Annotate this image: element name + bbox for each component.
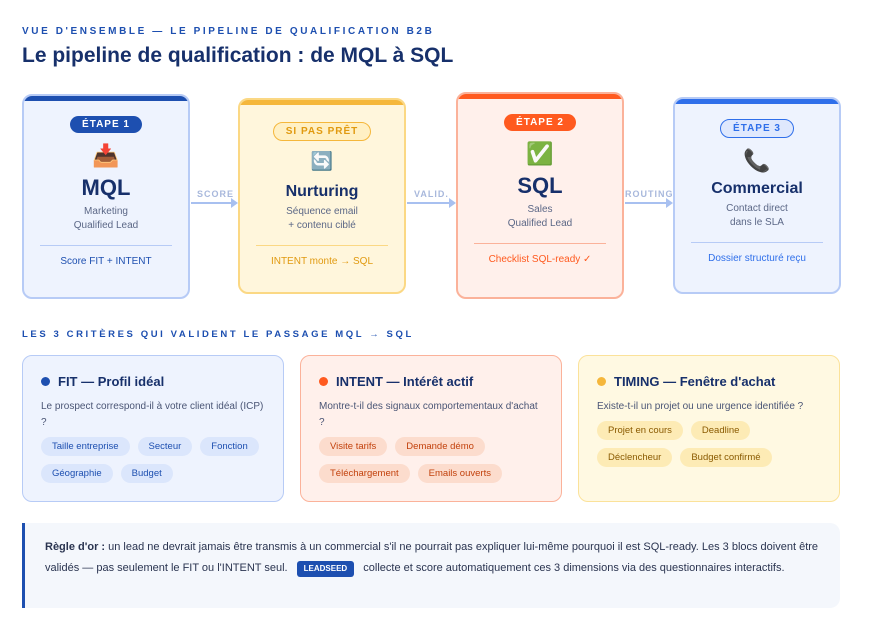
criteria-card-timing: TIMING — Fenêtre d'achat Existe-t-il un … (578, 355, 840, 502)
criteria-question: Montre-t-il des signaux comportementaux … (319, 401, 538, 428)
tag: Projet en cours (597, 421, 683, 440)
stage-sub: Contact direct (726, 203, 788, 214)
arrow (191, 198, 238, 208)
rule-text: un lead ne devrait jamais être transmis … (45, 541, 819, 574)
criteria-card-intent: INTENT — Intérêt actif Montre-t-il des s… (300, 355, 562, 502)
tag: Demande démo (395, 437, 485, 456)
criteria-title: TIMING — Fenêtre d'achat (614, 374, 776, 389)
stage-sub: Qualified Lead (73, 220, 139, 231)
tag: Budget (120, 464, 173, 483)
tag: Taille entreprise (41, 437, 130, 456)
phone-icon: 📞 (743, 148, 771, 173)
stage-badge: SI PAS PRÊT (272, 122, 372, 141)
eyebrow: VUE D'ENSEMBLE — LE PIPELINE DE QUALIFIC… (22, 26, 435, 37)
dot-icon (319, 377, 328, 386)
criteria-title: INTENT — Intérêt actif (336, 374, 474, 389)
golden-rule-callout: Règle d'or : un lead ne devrait jamais ê… (22, 523, 840, 608)
tag: Budget confirmé (680, 448, 772, 467)
stage-sub: Séquence email (286, 206, 358, 217)
arrow-label: VALID. (414, 189, 449, 199)
dot-icon (597, 377, 606, 386)
stage-footer: Checklist SQL-ready ✓ (488, 254, 592, 265)
refresh-icon: 🔄 (310, 151, 334, 171)
check-icon: ✅ (526, 141, 554, 166)
stage-badge: ÉTAPE 3 (720, 119, 794, 138)
arrow-label: ROUTING (625, 189, 674, 199)
tag: Visite tarifs (319, 437, 388, 456)
criteria-question: Existe-t-il un projet ou une urgence ide… (597, 401, 804, 412)
stage-name: MQL (81, 175, 131, 200)
inbox-icon: 📥 (92, 143, 120, 168)
tag: Géographie (41, 464, 113, 483)
leadseed-badge: LEADSEED (296, 561, 355, 577)
page-title: Le pipeline de qualification : de MQL à … (22, 44, 454, 67)
stage-footer: Dossier structuré reçu (708, 253, 806, 264)
criteria-question: Le prospect correspond-il à votre client… (41, 401, 264, 428)
stage-name: SQL (517, 173, 563, 198)
dot-icon (41, 377, 50, 386)
tag: Deadline (690, 421, 751, 440)
criteria-heading: LES 3 CRITÈRES QUI VALIDENT LE PASSAGE M… (22, 329, 414, 340)
tag: Secteur (137, 437, 193, 456)
stage-card-commercial: ÉTAPE 3 📞 Commercial Contact direct dans … (673, 97, 841, 294)
stage-badge: ÉTAPE 1 (70, 116, 142, 133)
stage-sub: + contenu ciblé (288, 220, 356, 231)
stage-footer: INTENT monte → SQL (270, 256, 374, 267)
tag: Téléchargement (319, 464, 410, 483)
stage-badge: ÉTAPE 2 (504, 114, 576, 131)
stage-sub: dans le SLA (730, 217, 784, 228)
stage-sub: Sales (527, 204, 553, 215)
arrow (625, 198, 673, 208)
arrow-label: SCORE (197, 189, 235, 199)
tag: Déclencheur (597, 448, 673, 467)
tag: Fonction (200, 437, 259, 456)
stage-name: Commercial (711, 180, 803, 197)
stage-name: Nurturing (285, 183, 359, 200)
stage-card-nurturing: SI PAS PRÊT 🔄 Nurturing Séquence email + … (238, 98, 406, 294)
stage-footer: Score FIT + INTENT (60, 256, 152, 267)
tag: Emails ouverts (417, 464, 502, 483)
stage-sub: Qualified Lead (507, 218, 573, 229)
stage-sub: Marketing (84, 206, 128, 217)
arrow (407, 198, 456, 208)
criteria-card-fit: FIT — Profil idéal Le prospect correspon… (22, 355, 284, 502)
criteria-title: FIT — Profil idéal (58, 374, 165, 389)
rule-text: collecte et score automatiquement ces 3 … (363, 562, 785, 574)
rule-label: Règle d'or : (45, 541, 106, 553)
